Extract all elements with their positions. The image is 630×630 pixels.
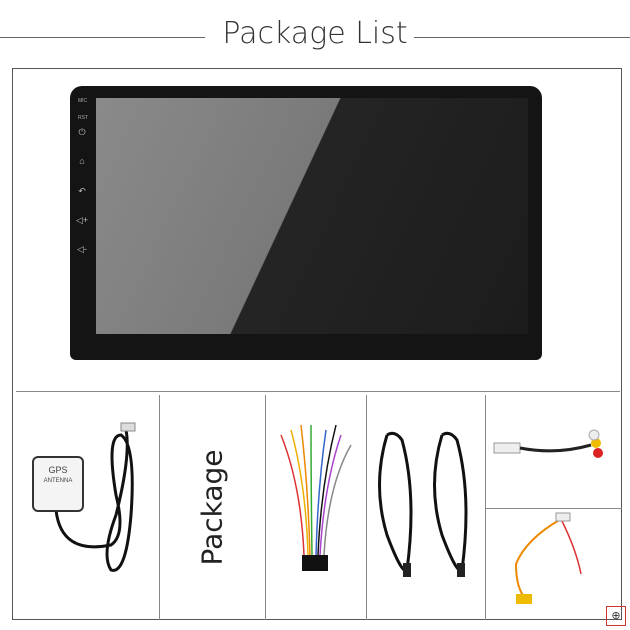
gps-label: GPS bbox=[48, 465, 68, 475]
wiring-harness-image bbox=[280, 424, 352, 571]
cable bbox=[54, 429, 134, 572]
back-icon: ↶ bbox=[78, 186, 86, 196]
home-icon: ⌂ bbox=[79, 156, 85, 166]
title-rule-right bbox=[380, 37, 630, 38]
head-unit-screen bbox=[96, 98, 528, 334]
camera-cable-image bbox=[514, 512, 582, 604]
package-frame bbox=[12, 68, 622, 620]
harness-plug bbox=[302, 555, 328, 571]
title-rule-left bbox=[0, 37, 205, 38]
gps-antenna-image bbox=[54, 422, 136, 572]
usb-cables-image bbox=[378, 431, 468, 577]
rca-cable-image bbox=[493, 429, 603, 458]
power-icon: ⏻ bbox=[78, 127, 86, 137]
package-label: Package bbox=[196, 449, 229, 566]
connector bbox=[120, 422, 136, 432]
package-cell: Package bbox=[160, 395, 265, 620]
divider bbox=[16, 391, 620, 392]
divider bbox=[265, 395, 266, 620]
mic-label: MIC bbox=[78, 98, 88, 104]
volume-up-icon: ◁+ bbox=[75, 215, 89, 225]
title-text: Package List bbox=[216, 16, 414, 51]
volume-down-icon: ◁- bbox=[77, 244, 87, 254]
divider bbox=[485, 395, 486, 620]
divider bbox=[485, 508, 622, 509]
divider bbox=[366, 395, 367, 620]
page-title: Package List bbox=[0, 16, 630, 51]
rst-label: RST bbox=[78, 115, 88, 121]
gps-antenna-puck: GPS ANTENNA bbox=[32, 456, 84, 512]
divider bbox=[159, 395, 160, 620]
zoom-icon[interactable]: ⊕ bbox=[606, 606, 626, 626]
antenna-label: ANTENNA bbox=[43, 478, 73, 484]
